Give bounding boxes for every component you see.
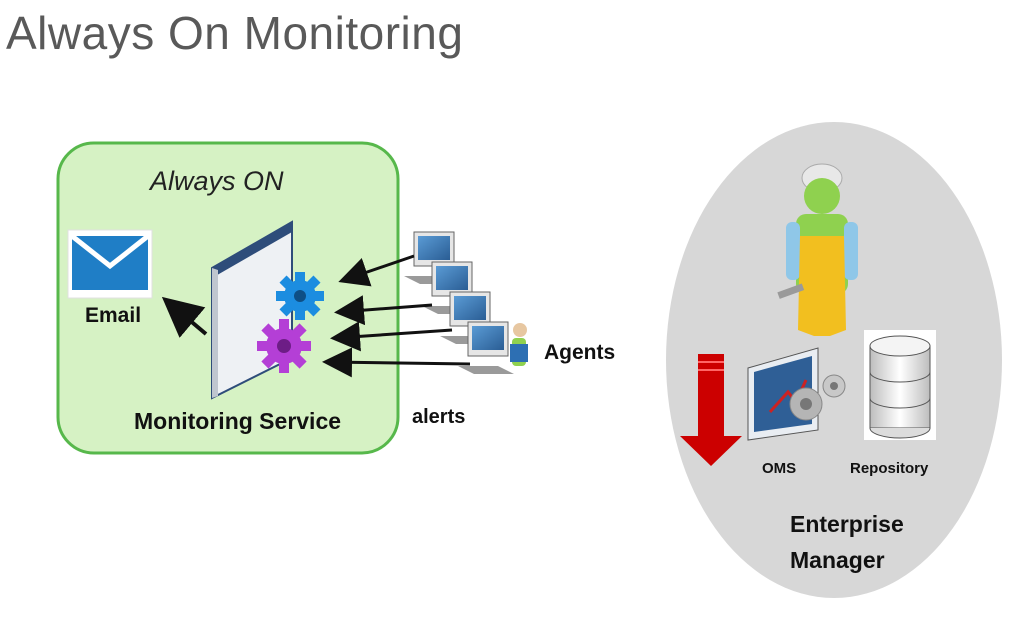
- agent-arrow-1: [338, 254, 415, 287]
- enterprise-manager-line1: Enterprise: [790, 511, 904, 537]
- purple-gear-icon: [257, 319, 311, 373]
- repository-icon: [864, 330, 936, 440]
- enterprise-manager-ellipse: [666, 122, 1002, 598]
- oms-label: OMS: [762, 460, 797, 477]
- red-down-arrow: [680, 354, 742, 466]
- monitoring-service-label: Monitoring Service: [134, 408, 342, 434]
- arrow-to-email: [161, 296, 208, 338]
- agents-label: Agents: [544, 341, 616, 364]
- oms-icon: [747, 347, 846, 441]
- alerts-label: alerts: [412, 406, 466, 428]
- enterprise-manager-line2: Manager: [790, 547, 885, 573]
- always-on-title: Always ON: [150, 166, 284, 196]
- agent-arrow-3: [330, 321, 453, 352]
- agent-arrow-4: [322, 347, 471, 378]
- page-title: Always On Monitoring: [6, 7, 464, 59]
- enterprise-manager-label: Enterprise Manager: [790, 506, 904, 578]
- email-label: Email: [85, 304, 142, 327]
- agent-arrow-2: [334, 295, 433, 326]
- agent-person-icon: [510, 323, 528, 366]
- repository-label: Repository: [850, 460, 929, 477]
- worker-icon: [777, 163, 858, 336]
- agent-computers: [404, 231, 514, 374]
- email-icon: [67, 229, 153, 299]
- blue-gear-icon: [276, 272, 324, 320]
